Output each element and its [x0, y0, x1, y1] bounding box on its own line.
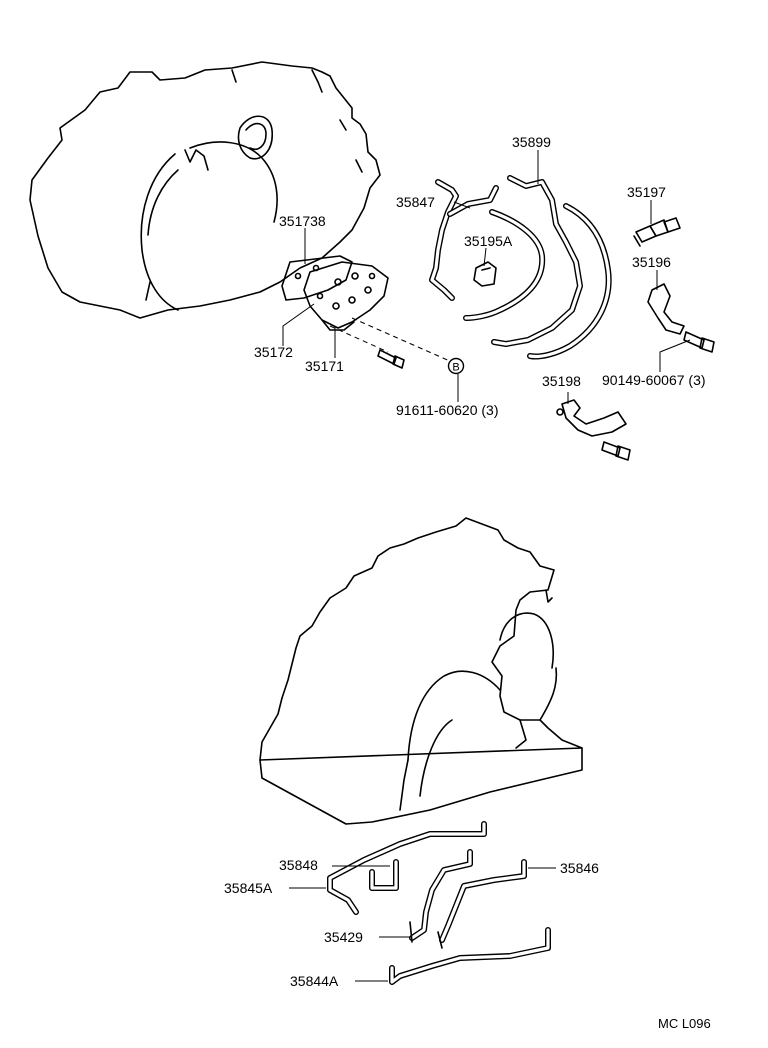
tube-35899 [491, 175, 583, 347]
label-35848: 35848 [279, 857, 318, 873]
label-35846: 35846 [560, 860, 599, 876]
valve-body-assembly [281, 255, 389, 331]
label-35172: 35172 [254, 344, 293, 360]
bracket-35195a [473, 261, 497, 287]
tube-35846 [437, 859, 527, 949]
bracket-35196 [647, 283, 685, 335]
tube-35844a [389, 927, 551, 985]
label-90149: 90149-60067 (3) [602, 372, 706, 388]
bolt-35198 [601, 441, 631, 461]
bolt-90149 [683, 331, 715, 353]
leader-lines-lower [289, 865, 556, 982]
diagram-code: MC L096 [658, 1016, 711, 1031]
bolt-35171 [377, 349, 405, 369]
sensor-35197 [633, 217, 681, 247]
label-35171: 35171 [305, 358, 344, 374]
label-35198: 35198 [542, 373, 581, 389]
reference-marker-b: B [447, 357, 465, 375]
label-351738: 351738 [279, 213, 326, 229]
label-35844a: 35844A [290, 973, 339, 989]
label-35197: 35197 [627, 184, 666, 200]
bracket-35198 [556, 399, 627, 437]
label-91611: 91611-60620 (3) [396, 402, 498, 418]
tube-35429 [409, 849, 473, 943]
tube-curve-inner [463, 209, 546, 321]
mounting-line-b [329, 325, 389, 353]
tube-35848 [369, 859, 399, 891]
tube-35847 [429, 179, 499, 301]
label-35196: 35196 [632, 254, 671, 270]
label-35845a: 35845A [224, 880, 273, 896]
leader-lines-upper [282, 150, 691, 404]
transmission-case-upper [29, 61, 381, 319]
mounting-line-a [351, 317, 453, 363]
label-35899: 35899 [512, 134, 551, 150]
label-35429: 35429 [324, 929, 363, 945]
tube-35845a [327, 821, 487, 915]
label-35195a: 35195A [464, 233, 513, 249]
transmission-case-lower [259, 517, 583, 825]
tube-curve-outer [527, 203, 612, 360]
reference-marker-b-label: B [452, 362, 459, 374]
label-35847: 35847 [396, 194, 435, 210]
